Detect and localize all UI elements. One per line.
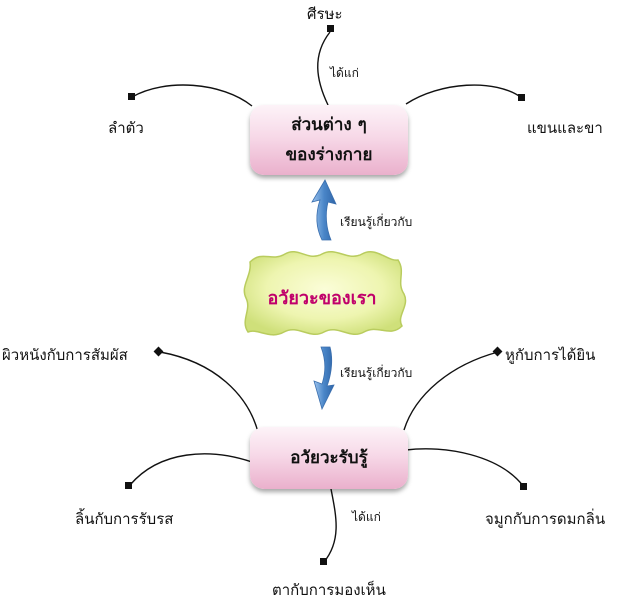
- connector-tongue-end: [125, 482, 132, 489]
- connector-nose-end: [520, 483, 527, 490]
- connector-limbs-end: [518, 94, 525, 101]
- body-parts-line1: ส่วนต่าง ๆ: [291, 115, 367, 135]
- arrow-down-label: เรียนรู้เกี่ยวกับ: [340, 366, 413, 380]
- connector-eye: [323, 488, 337, 563]
- connector-skin: [159, 351, 259, 433]
- sense-organs-label: อวัยวะรับรู้: [290, 448, 368, 468]
- body-parts-node: ส่วนต่าง ๆ ของร่างกาย: [250, 105, 408, 175]
- link-label-bottom: ได้แก่: [352, 510, 381, 524]
- leaf-head: ศีรษะ: [307, 5, 343, 23]
- leaf-skin: ผิวหนังกับการสัมผัส: [2, 346, 128, 364]
- sense-organs-node: อวัยวะรับรู้: [250, 427, 408, 489]
- connector-limbs: [405, 84, 523, 105]
- connector-head-end: [327, 25, 334, 32]
- leaf-nose: จมูกกับการดมกลิ่น: [485, 510, 606, 528]
- arrow-up-label: เรียนรู้เกี่ยวกับ: [340, 215, 413, 229]
- leaf-torso: ลำตัว: [108, 119, 144, 137]
- leaf-limbs: แขนและขา: [527, 119, 603, 137]
- leaf-ear: หูกับการได้ยิน: [505, 346, 596, 364]
- body-parts-line2: ของร่างกาย: [285, 145, 373, 165]
- connector-skin-end: [153, 346, 164, 357]
- connector-tongue: [129, 453, 253, 486]
- center-title: อวัยวะของเรา: [267, 288, 377, 309]
- connector-nose: [405, 448, 525, 488]
- leaf-tongue: ลิ้นกับการรับรส: [75, 510, 174, 528]
- connector-ear: [403, 351, 499, 431]
- arrow-down: [313, 346, 335, 411]
- connector-torso-end: [128, 93, 135, 100]
- arrow-up: [311, 179, 337, 241]
- connector-eye-end: [320, 558, 327, 565]
- link-label-top: ได้แก่: [330, 66, 359, 80]
- connector-torso: [131, 84, 253, 107]
- connector-head: [317, 31, 331, 106]
- leaf-eye: ตากับการมองเห็น: [272, 581, 386, 599]
- center-blob: [243, 251, 407, 336]
- connector-ear-end: [492, 346, 503, 357]
